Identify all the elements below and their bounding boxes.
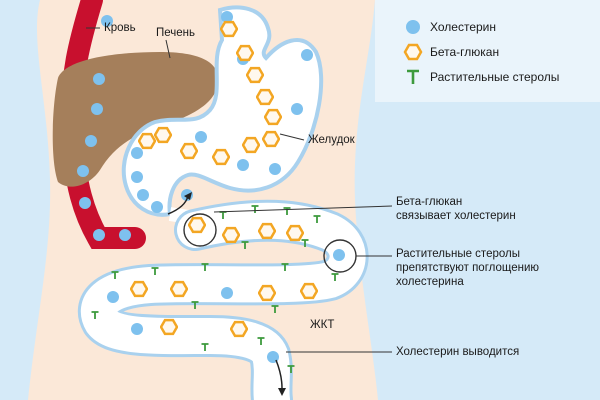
cholesterol-dot [79, 197, 91, 209]
leader-line [279, 133, 305, 141]
beta-glucan-hex [264, 108, 282, 126]
legend-label: Бета-глюкан [430, 45, 500, 59]
plant-sterol-legend-icon [407, 69, 419, 84]
cholesterol-dot [131, 323, 143, 335]
cholesterol-dot [195, 131, 207, 143]
beta-glucan-hex [230, 320, 248, 338]
beta-glucan-hex [300, 282, 318, 300]
leader-line [165, 39, 171, 59]
cholesterol-dot [333, 249, 345, 261]
transfer-arrow-head [184, 192, 192, 200]
exit-arrow [275, 359, 283, 389]
beta-glucan-hex [220, 20, 238, 38]
label-gi-tract: ЖКТ [310, 319, 335, 331]
beta-glucan-hex [130, 280, 148, 298]
label-blood: Кровь [104, 22, 136, 34]
cholesterol-legend-icon [406, 20, 420, 34]
beta-glucan-legend-icon [403, 43, 423, 61]
cholesterol-dot [93, 229, 105, 241]
leader-lines [86, 27, 393, 353]
beta-glucan-hex [262, 130, 280, 148]
beta-glucan-hex [160, 318, 178, 336]
legend-cholesterol: Холестерин [402, 17, 496, 37]
cholesterol-dot [131, 171, 143, 183]
label-liver: Печень [156, 27, 196, 39]
cholesterol-dot [85, 135, 97, 147]
beta-glucan-hex [286, 224, 304, 242]
cholesterol-dot [301, 49, 313, 61]
beta-glucan-hex [236, 44, 254, 62]
cholesterol-dot [221, 287, 233, 299]
beta-glucan-hex [188, 216, 206, 234]
beta-glucan-hex [212, 148, 230, 166]
legend-label: Холестерин [430, 20, 496, 34]
exit-arrow-head [278, 388, 286, 396]
binding-highlight-circle [183, 213, 217, 247]
beta-glucan-hex [222, 226, 240, 244]
beta-glucan-hex [256, 88, 274, 106]
legend-beta-glucan: Бета-глюкан [402, 42, 499, 62]
label-stomach: Желудок [308, 134, 355, 146]
legend-label: Растительные стеролы [430, 70, 560, 84]
callout-sterols-block: Растительные стеролы препятствуют поглощ… [396, 248, 539, 288]
cholesterol-dot [291, 103, 303, 115]
cholesterol-dot [77, 165, 89, 177]
legend-plant-sterols: Растительные стеролы [402, 67, 559, 87]
cholesterol-dot [119, 229, 131, 241]
cholesterol-dot [93, 73, 105, 85]
beta-glucan-hex [180, 142, 198, 160]
beta-glucan-hex [258, 222, 276, 240]
liver [52, 52, 219, 187]
cholesterol-dot [131, 147, 143, 159]
beta-glucan-hex [170, 280, 188, 298]
callout-cholesterol-excreted: Холестерин выводится [396, 346, 520, 358]
beta-glucan-hex [242, 136, 260, 154]
beta-glucan-hex [138, 132, 156, 150]
cholesterol-dot [269, 163, 281, 175]
leader-line [213, 205, 393, 213]
beta-glucan-hex [246, 66, 264, 84]
callout-beta-glucan-binds: Бета-глюкан связывает холестерин [396, 196, 516, 222]
cholesterol-dot [151, 201, 163, 213]
cholesterol-dot [107, 291, 119, 303]
beta-glucan-hex [154, 126, 172, 144]
cholesterol-dot [237, 159, 249, 171]
beta-glucan-hex [258, 284, 276, 302]
stomach [121, 5, 324, 217]
cholesterol-dot [91, 103, 103, 115]
cholesterol-dot [137, 189, 149, 201]
